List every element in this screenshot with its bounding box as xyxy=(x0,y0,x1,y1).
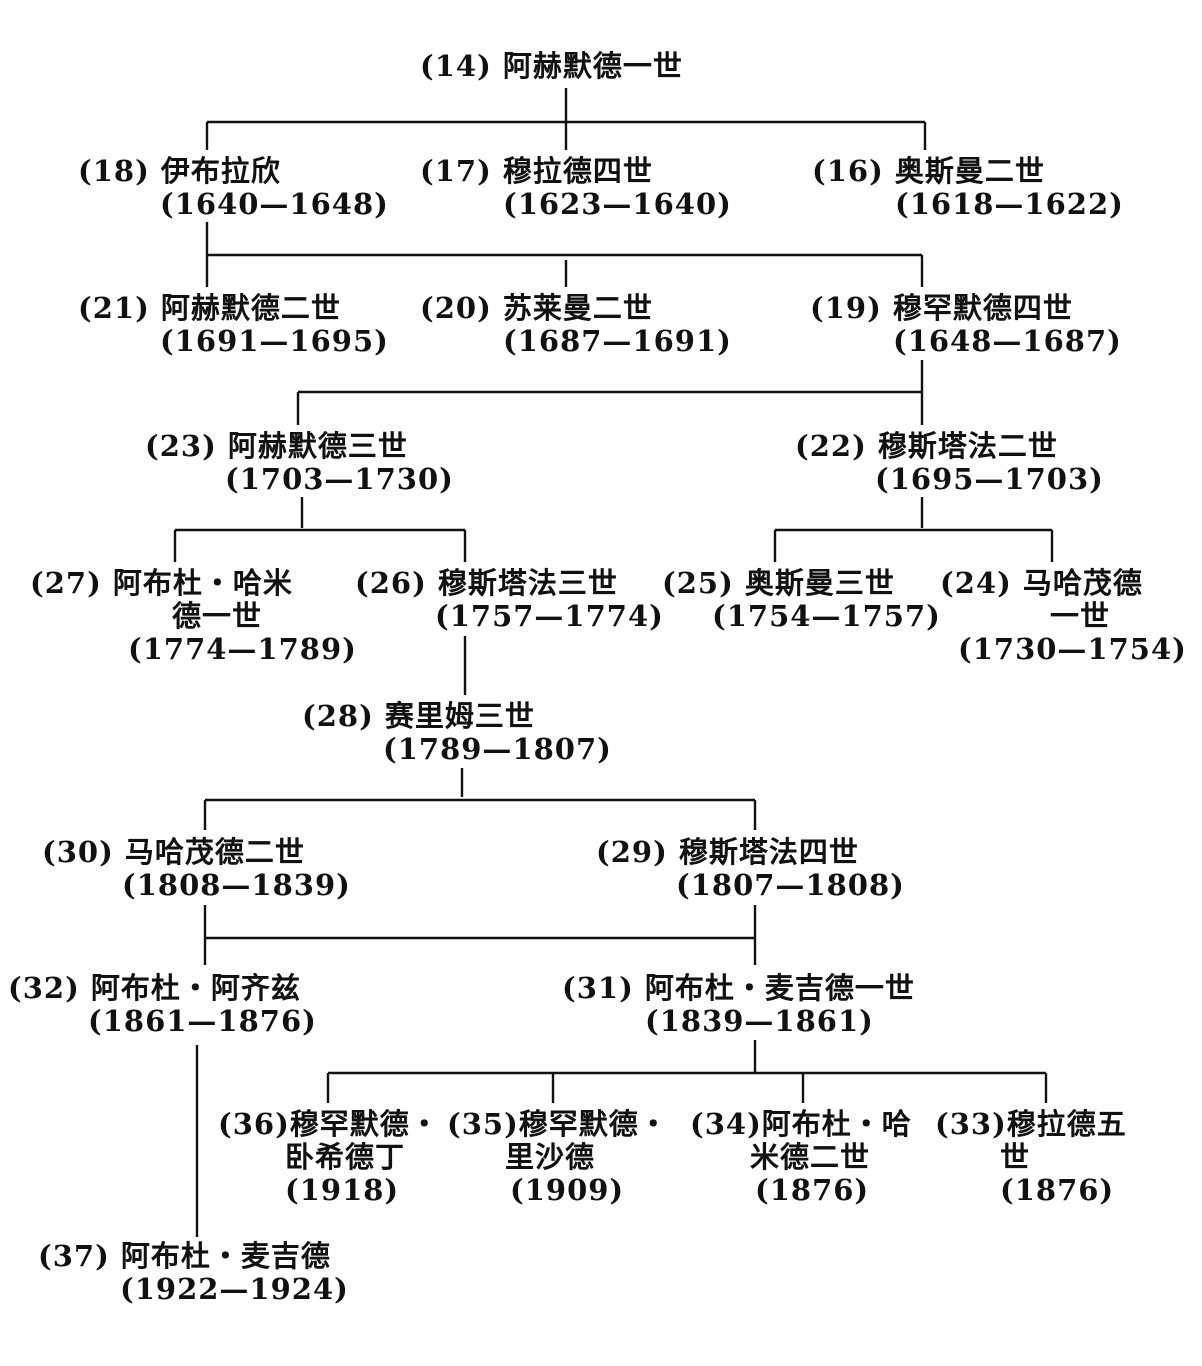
node-14-name: (14) 阿赫默德一世 xyxy=(420,49,683,83)
node-23-years: (1703—1730) xyxy=(225,462,454,496)
node-35-years: (1909) xyxy=(510,1173,625,1207)
node-27-name-cont: 德一世 xyxy=(172,599,263,633)
node-33-name: (33)穆拉德五 xyxy=(935,1107,1127,1141)
node-22-years: (1695—1703) xyxy=(875,462,1104,496)
node-36-name-cont: 卧希德丁 xyxy=(285,1140,406,1174)
node-18-years: (1640—1648) xyxy=(160,187,389,221)
node-21-name: (21) 阿赫默德二世 xyxy=(78,291,341,325)
node-33-years: (1876) xyxy=(1000,1173,1115,1207)
node-32-years: (1861—1876) xyxy=(88,1004,317,1038)
node-17-name: (17) 穆拉德四世 xyxy=(420,154,653,188)
node-16-years: (1618—1622) xyxy=(895,187,1124,221)
node-23-name: (23) 阿赫默德三世 xyxy=(145,429,408,463)
node-18-name: (18) 伊布拉欣 xyxy=(78,154,281,188)
node-37-years: (1922—1924) xyxy=(120,1272,349,1306)
node-32-name: (32) 阿布杜・阿齐兹 xyxy=(8,971,301,1005)
node-26-years: (1757—1774) xyxy=(435,599,664,633)
node-34-name: (34)阿布杜・哈 xyxy=(690,1107,912,1141)
node-31-name: (31) 阿布杜・麦吉德一世 xyxy=(562,971,915,1005)
node-31-years: (1839—1861) xyxy=(645,1004,874,1038)
node-35-name: (35)穆罕默德・ xyxy=(447,1107,669,1141)
node-28-years: (1789—1807) xyxy=(383,732,612,766)
node-19-years: (1648—1687) xyxy=(893,324,1122,358)
node-33-name-cont: 世 xyxy=(1000,1140,1031,1174)
node-25-name: (25) 奥斯曼三世 xyxy=(662,566,895,600)
node-34-years: (1876) xyxy=(755,1173,870,1207)
node-36-years: (1918) xyxy=(285,1173,400,1207)
node-37-name: (37) 阿布杜・麦吉德 xyxy=(38,1239,331,1273)
node-17-years: (1623—1640) xyxy=(503,187,732,221)
node-34-name-cont: 米德二世 xyxy=(750,1140,871,1174)
node-30-years: (1808—1839) xyxy=(122,868,351,902)
node-27-years: (1774—1789) xyxy=(128,632,357,666)
node-24-name-cont: 一世 xyxy=(1050,599,1111,633)
node-16-name: (16) 奥斯曼二世 xyxy=(812,154,1045,188)
node-21-years: (1691—1695) xyxy=(160,324,389,358)
node-29-name: (29) 穆斯塔法四世 xyxy=(596,835,859,869)
node-20-years: (1687—1691) xyxy=(503,324,732,358)
node-28-name: (28) 赛里姆三世 xyxy=(302,699,535,733)
node-24-years: (1730—1754) xyxy=(958,632,1187,666)
node-30-name: (30) 马哈茂德二世 xyxy=(42,835,305,869)
node-27-name: (27) 阿布杜・哈米 xyxy=(30,566,293,600)
node-29-years: (1807—1808) xyxy=(676,868,905,902)
node-24-name: (24) 马哈茂德 xyxy=(940,566,1143,600)
node-22-name: (22) 穆斯塔法二世 xyxy=(795,429,1058,463)
node-35-name-cont: 里沙德 xyxy=(505,1140,596,1174)
node-36-name: (36)穆罕默德・ xyxy=(218,1107,440,1141)
node-25-years: (1754—1757) xyxy=(712,599,941,633)
node-26-name: (26) 穆斯塔法三世 xyxy=(355,566,618,600)
node-20-name: (20) 苏莱曼二世 xyxy=(420,291,653,325)
node-19-name: (19) 穆罕默德四世 xyxy=(810,291,1073,325)
